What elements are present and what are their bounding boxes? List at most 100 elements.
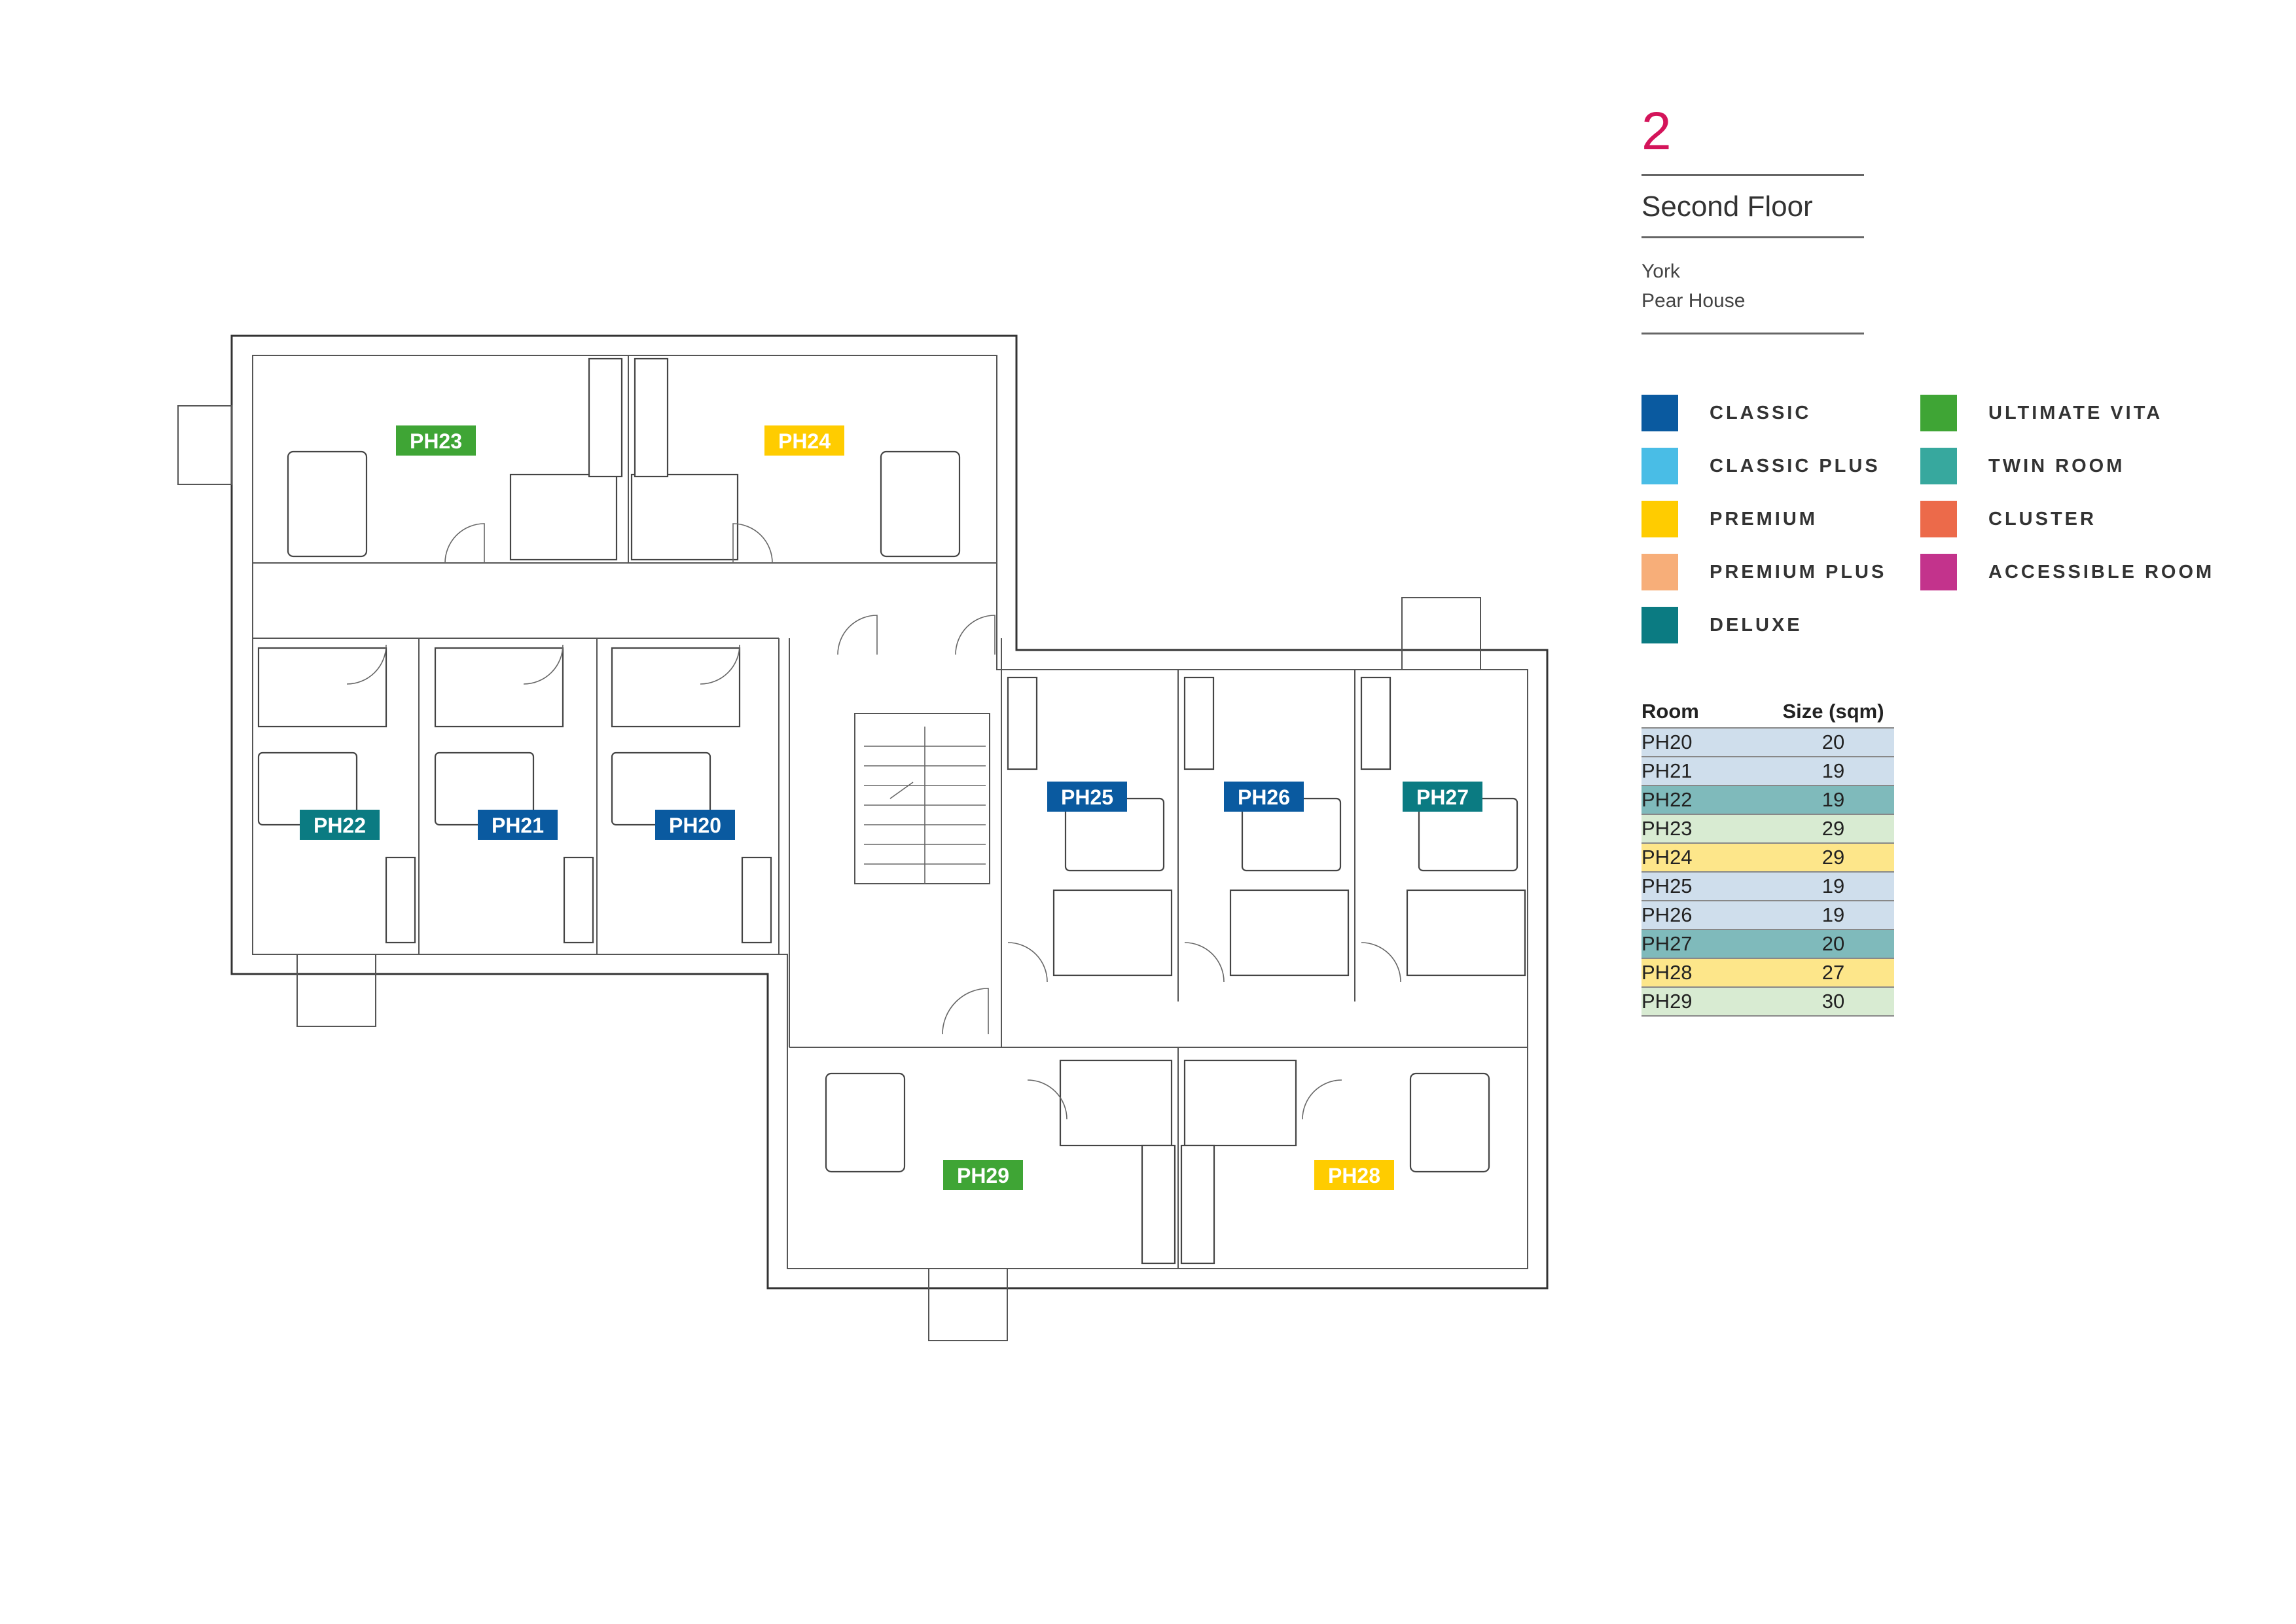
legend-swatch bbox=[1920, 501, 1957, 537]
floor-name: Second Floor bbox=[1641, 190, 1813, 223]
legend-swatch bbox=[1641, 501, 1678, 537]
room-ph21[interactable]: PH21 bbox=[478, 810, 558, 840]
room-cell: PH27 bbox=[1641, 929, 1772, 958]
room-ph29[interactable]: PH29 bbox=[943, 1160, 1023, 1190]
room-ph24[interactable]: PH24 bbox=[764, 425, 844, 456]
room-ph21-badge bbox=[478, 810, 558, 840]
room-ph22-badge bbox=[300, 810, 380, 840]
legend-swatch bbox=[1641, 448, 1678, 484]
legend-swatch bbox=[1641, 607, 1678, 643]
room-ph27-badge bbox=[1403, 782, 1482, 812]
legend-item-premium-plus: PREMIUM PLUS bbox=[1641, 554, 1886, 590]
room-cell: PH21 bbox=[1641, 756, 1772, 785]
legend-item-classic-plus: CLASSIC PLUS bbox=[1641, 448, 1880, 484]
room-ph28[interactable]: PH28 bbox=[1314, 1160, 1394, 1190]
legend-label: DELUXE bbox=[1710, 614, 1803, 636]
room-ph21-label: PH21 bbox=[492, 814, 544, 837]
furniture bbox=[257, 357, 1526, 1265]
legend-swatch bbox=[1920, 448, 1957, 484]
room-cell: PH28 bbox=[1641, 958, 1772, 987]
divider bbox=[1641, 236, 1864, 238]
room-ph20[interactable]: PH20 bbox=[655, 810, 735, 840]
size-column-header: Size (sqm) bbox=[1782, 700, 1884, 723]
room-ph26[interactable]: PH26 bbox=[1224, 782, 1304, 812]
size-cell: 19 bbox=[1772, 871, 1894, 901]
legend-label: PREMIUM PLUS bbox=[1710, 561, 1887, 583]
room-ph27[interactable]: PH27 bbox=[1403, 782, 1482, 812]
legend-label: CLASSIC PLUS bbox=[1710, 455, 1880, 477]
building-outline bbox=[230, 334, 1549, 1290]
legend-item-cluster: CLUSTER bbox=[1920, 501, 2096, 537]
legend-label: TWIN ROOM bbox=[1988, 455, 2125, 477]
legend-label: CLUSTER bbox=[1988, 508, 2096, 530]
divider bbox=[1641, 333, 1864, 334]
room-ph23-label: PH23 bbox=[410, 429, 462, 453]
size-cell: 29 bbox=[1772, 814, 1894, 843]
room-ph25-badge bbox=[1047, 782, 1127, 812]
room-cell: PH23 bbox=[1641, 814, 1772, 843]
room-ph29-badge bbox=[943, 1160, 1023, 1190]
legend-swatch bbox=[1641, 395, 1678, 431]
room-column-header: Room bbox=[1641, 700, 1699, 723]
room-ph24-badge bbox=[764, 425, 844, 456]
legend-item-accessible-room: ACCESSIBLE ROOM bbox=[1920, 554, 2214, 590]
building-name: Pear House bbox=[1641, 290, 1746, 312]
location: York Pear House bbox=[1641, 238, 2231, 333]
room-ph25[interactable]: PH25 bbox=[1047, 782, 1127, 812]
room-ph23-badge bbox=[396, 425, 476, 456]
legend-item-ultimate-vita: ULTIMATE VITA bbox=[1920, 395, 2162, 431]
room-ph28-label: PH28 bbox=[1328, 1164, 1380, 1187]
room-cell: PH24 bbox=[1641, 842, 1772, 872]
room-ph22[interactable]: PH22 bbox=[300, 810, 380, 840]
doors bbox=[346, 523, 1401, 1120]
divider bbox=[1641, 174, 1864, 176]
size-cell: 27 bbox=[1772, 958, 1894, 987]
legend-item-twin-room: TWIN ROOM bbox=[1920, 448, 2125, 484]
table-header-row: Room Size (sqm) bbox=[1641, 700, 1894, 728]
room-cell: PH29 bbox=[1641, 986, 1772, 1017]
size-cell: 19 bbox=[1772, 756, 1894, 785]
room-ph24-label: PH24 bbox=[778, 429, 831, 453]
room-cell: PH22 bbox=[1641, 785, 1772, 814]
legend-label: CLASSIC bbox=[1710, 402, 1812, 424]
size-cell: 20 bbox=[1772, 727, 1894, 757]
legend-swatch bbox=[1920, 395, 1957, 431]
legend-label: ULTIMATE VITA bbox=[1988, 402, 2163, 424]
room-ph29-label: PH29 bbox=[957, 1164, 1009, 1187]
size-cell: 19 bbox=[1772, 785, 1894, 814]
legend-item-deluxe: DELUXE bbox=[1641, 607, 1803, 643]
room-cell: PH25 bbox=[1641, 871, 1772, 901]
room-ph28-badge bbox=[1314, 1160, 1394, 1190]
legend-item-premium: PREMIUM bbox=[1641, 501, 1818, 537]
size-cell: 20 bbox=[1772, 929, 1894, 958]
legend: CLASSIC CLASSIC PLUS PREMIUM PREMIUM PLU… bbox=[1641, 395, 2231, 643]
room-walls bbox=[253, 355, 1528, 1269]
room-ph27-label: PH27 bbox=[1416, 785, 1469, 809]
room-ph26-badge bbox=[1224, 782, 1304, 812]
size-cell: 29 bbox=[1772, 842, 1894, 872]
room-cell: PH20 bbox=[1641, 727, 1772, 757]
staircase bbox=[864, 727, 986, 884]
room-cell: PH26 bbox=[1641, 900, 1772, 929]
room-ph23[interactable]: PH23 bbox=[396, 425, 476, 456]
room-ph20-badge bbox=[655, 810, 735, 840]
legend-label: PREMIUM bbox=[1710, 508, 1818, 530]
size-cell: 19 bbox=[1772, 900, 1894, 929]
room-ph22-label: PH22 bbox=[314, 814, 366, 837]
legend-swatch bbox=[1641, 554, 1678, 590]
room-ph20-label: PH20 bbox=[669, 814, 721, 837]
floor-number: 2 bbox=[1641, 101, 1672, 161]
legend-item-classic: CLASSIC bbox=[1641, 395, 1811, 431]
legend-swatch bbox=[1920, 554, 1957, 590]
